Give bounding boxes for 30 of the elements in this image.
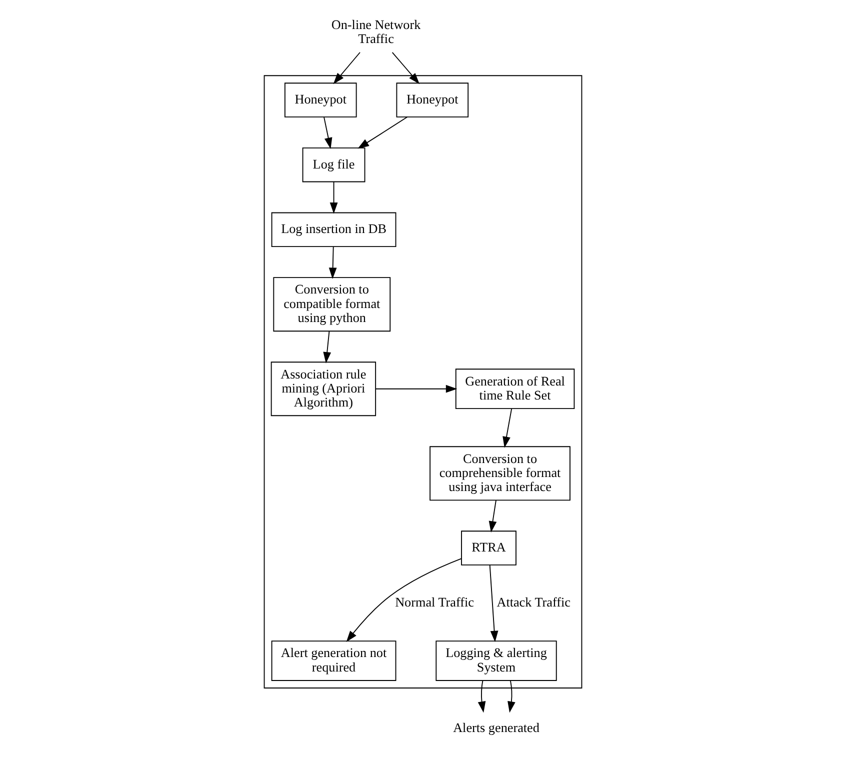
arrow	[502, 408, 512, 448]
node-box: Generation of Real time Rule Set	[455, 368, 575, 410]
arrow	[323, 330, 332, 364]
node-box: Log file	[302, 147, 366, 182]
node-text: Alerts generated	[453, 720, 540, 735]
arrow	[324, 116, 332, 149]
node-box: Logging & alerting System	[436, 640, 557, 681]
arrow	[346, 558, 462, 642]
arrow	[508, 680, 516, 713]
node-box: Honeypot	[396, 82, 469, 118]
arrow	[392, 52, 420, 84]
edge-label: Attack Traffic	[496, 594, 570, 610]
node-text: On-line Network Traffic	[331, 16, 421, 46]
arrow	[328, 246, 337, 279]
arrow	[358, 116, 408, 149]
node-box: Alert generation not required	[271, 640, 396, 681]
edge-label: Normal Traffic	[395, 594, 474, 610]
node-box: Conversion to compatible format using python	[273, 277, 391, 332]
node-box: Log insertion in DB	[271, 212, 396, 248]
node-box: Conversion to comprehensible format using java interface	[430, 446, 570, 501]
arrow	[375, 384, 458, 393]
node-box: Honeypot	[284, 82, 357, 118]
cluster	[264, 75, 582, 688]
arrow	[330, 182, 338, 214]
arrow	[333, 52, 360, 84]
arrow	[488, 500, 497, 532]
node-box: RTRA	[461, 530, 516, 566]
arrow	[478, 680, 486, 713]
node-box: Association rule mining (Apriori Algorithm)	[270, 362, 376, 416]
arrow	[489, 564, 498, 642]
